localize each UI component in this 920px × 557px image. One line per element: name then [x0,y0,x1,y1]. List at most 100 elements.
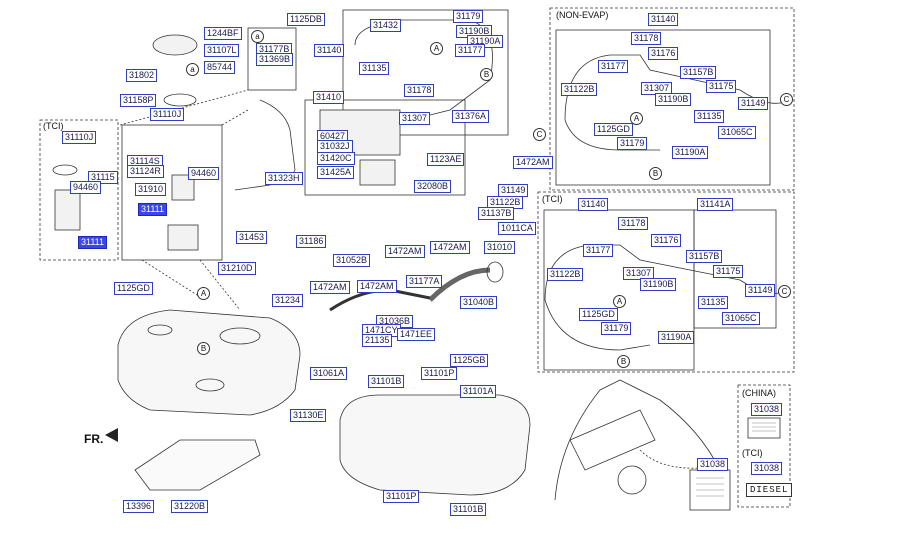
part-label[interactable]: 31425A [317,166,355,179]
part-label[interactable]: 31110J [150,108,185,121]
part-label[interactable]: 21135 [362,334,393,347]
part-label[interactable]: 31307 [399,112,431,125]
part-label[interactable]: 1472AM [310,281,350,294]
part-label[interactable]: 31220B [171,500,209,513]
part-label[interactable]: 31158P [120,94,157,107]
part-label[interactable]: 31157B [680,66,717,79]
part-label[interactable]: 1125GD [579,308,618,321]
part-label[interactable]: 31432 [370,19,402,32]
part-label[interactable]: 31052B [333,254,371,267]
detail-marker-B-top[interactable]: B [480,68,493,81]
part-label[interactable]: 1472AM [430,241,470,254]
part-label[interactable]: 31038 [751,462,783,475]
detail-marker-C-ne[interactable]: C [780,93,793,106]
part-label[interactable]: 31140 [648,13,679,26]
part-label[interactable]: 1472AM [357,280,397,293]
part-label[interactable]: 1125DB [287,13,325,26]
part-label[interactable]: 31065C [718,126,756,139]
part-label[interactable]: 31110J [62,131,97,144]
part-label[interactable]: 31149 [738,97,769,110]
part-label[interactable]: 94460 [188,167,220,180]
part-label[interactable]: 31122B [547,268,584,281]
part-label[interactable]: 31101P [383,490,420,503]
part-label[interactable]: 31010 [484,241,516,254]
part-label[interactable]: 1472AM [385,245,425,258]
part-label[interactable]: 31179 [453,10,484,23]
part-label[interactable]: 31137B [478,207,515,220]
part-label[interactable]: 94460 [70,181,102,194]
part-label[interactable]: 31410 [313,91,345,104]
part-label[interactable]: 31175 [706,80,737,93]
part-label[interactable]: 1244BF [204,27,242,40]
part-label[interactable]: 1471EE [397,328,436,341]
part-label[interactable]: 31178 [631,32,662,45]
part-label[interactable]: 31135 [698,296,729,309]
part-label[interactable]: 31802 [126,69,158,82]
part-label[interactable]: 31190B [640,278,677,291]
part-label[interactable]: 31190B [655,93,692,106]
part-label[interactable]: 31141A [697,198,734,211]
part-label[interactable]: 31177 [583,244,614,257]
part-label[interactable]: 31038 [697,458,729,471]
part-label-highlighted[interactable]: 31111 [78,236,108,249]
detail-marker-B-tr[interactable]: B [617,355,630,368]
part-label[interactable]: 31115 [88,171,118,184]
part-label[interactable]: 31149 [745,284,776,297]
part-label[interactable]: 31122B [561,83,598,96]
detail-marker-A-tank[interactable]: A [197,287,210,300]
part-label[interactable]: 31177A [406,275,443,288]
part-label[interactable]: 31101B [450,503,487,516]
part-label[interactable]: 31140 [578,198,609,211]
part-label[interactable]: 31135 [359,62,390,75]
part-label[interactable]: 31157B [686,250,723,263]
part-label[interactable]: 31178 [404,84,435,97]
part-label[interactable]: 31124R [127,165,164,178]
detail-marker-B-tank[interactable]: B [197,342,210,355]
part-label[interactable]: 31323H [265,172,303,185]
part-label[interactable]: 31453 [236,231,268,244]
part-label[interactable]: 31175 [713,265,744,278]
part-label[interactable]: 1472AM [513,156,553,169]
part-label[interactable]: 85744 [204,61,236,74]
detail-marker-a-box[interactable]: a [251,30,264,43]
part-label[interactable]: 31910 [135,183,167,196]
detail-marker-a[interactable]: a [186,63,199,76]
part-label[interactable]: 31420C [317,152,355,165]
part-label[interactable]: 31176 [648,47,679,60]
part-label[interactable]: 1125GD [594,123,633,136]
part-label[interactable]: 31307 [623,267,655,280]
part-label[interactable]: 31178 [618,217,649,230]
part-label[interactable]: 31065C [722,312,760,325]
part-label-highlighted[interactable]: 31111 [138,203,168,216]
part-label[interactable]: 32080B [414,180,452,193]
detail-marker-B-ne[interactable]: B [649,167,662,180]
part-label[interactable]: 31140 [314,44,345,57]
part-label[interactable]: 31186 [296,235,327,248]
part-label[interactable]: 1125GB [450,354,489,367]
part-label[interactable]: 31061A [310,367,348,380]
part-label[interactable]: 31101A [460,385,497,398]
part-label[interactable]: 31179 [617,137,648,150]
part-label[interactable]: 31130E [290,409,327,422]
part-label[interactable]: 31177 [598,60,629,73]
part-label[interactable]: 31107L [204,44,240,57]
part-label[interactable]: 31101P [421,367,458,380]
part-label[interactable]: 1011CA [498,222,536,235]
detail-marker-A-ne[interactable]: A [630,112,643,125]
part-label[interactable]: 31376A [452,110,490,123]
part-label[interactable]: 31176 [651,234,682,247]
part-label[interactable]: 31179 [601,322,632,335]
part-label[interactable]: 31177 [455,44,486,57]
detail-marker-A-top[interactable]: A [430,42,443,55]
part-label[interactable]: 31135 [694,110,725,123]
part-label[interactable]: 31210D [218,262,256,275]
part-label[interactable]: 13396 [123,500,155,513]
part-label[interactable]: 31038 [751,403,783,416]
part-label[interactable]: 1123AE [427,153,465,166]
part-label[interactable]: 31190A [672,146,709,159]
part-label[interactable]: 31190A [658,331,695,344]
detail-marker-C-tr[interactable]: C [778,285,791,298]
detail-marker-C-mid[interactable]: C [533,128,546,141]
part-label[interactable]: 31234 [272,294,304,307]
detail-marker-A-tr[interactable]: A [613,295,626,308]
